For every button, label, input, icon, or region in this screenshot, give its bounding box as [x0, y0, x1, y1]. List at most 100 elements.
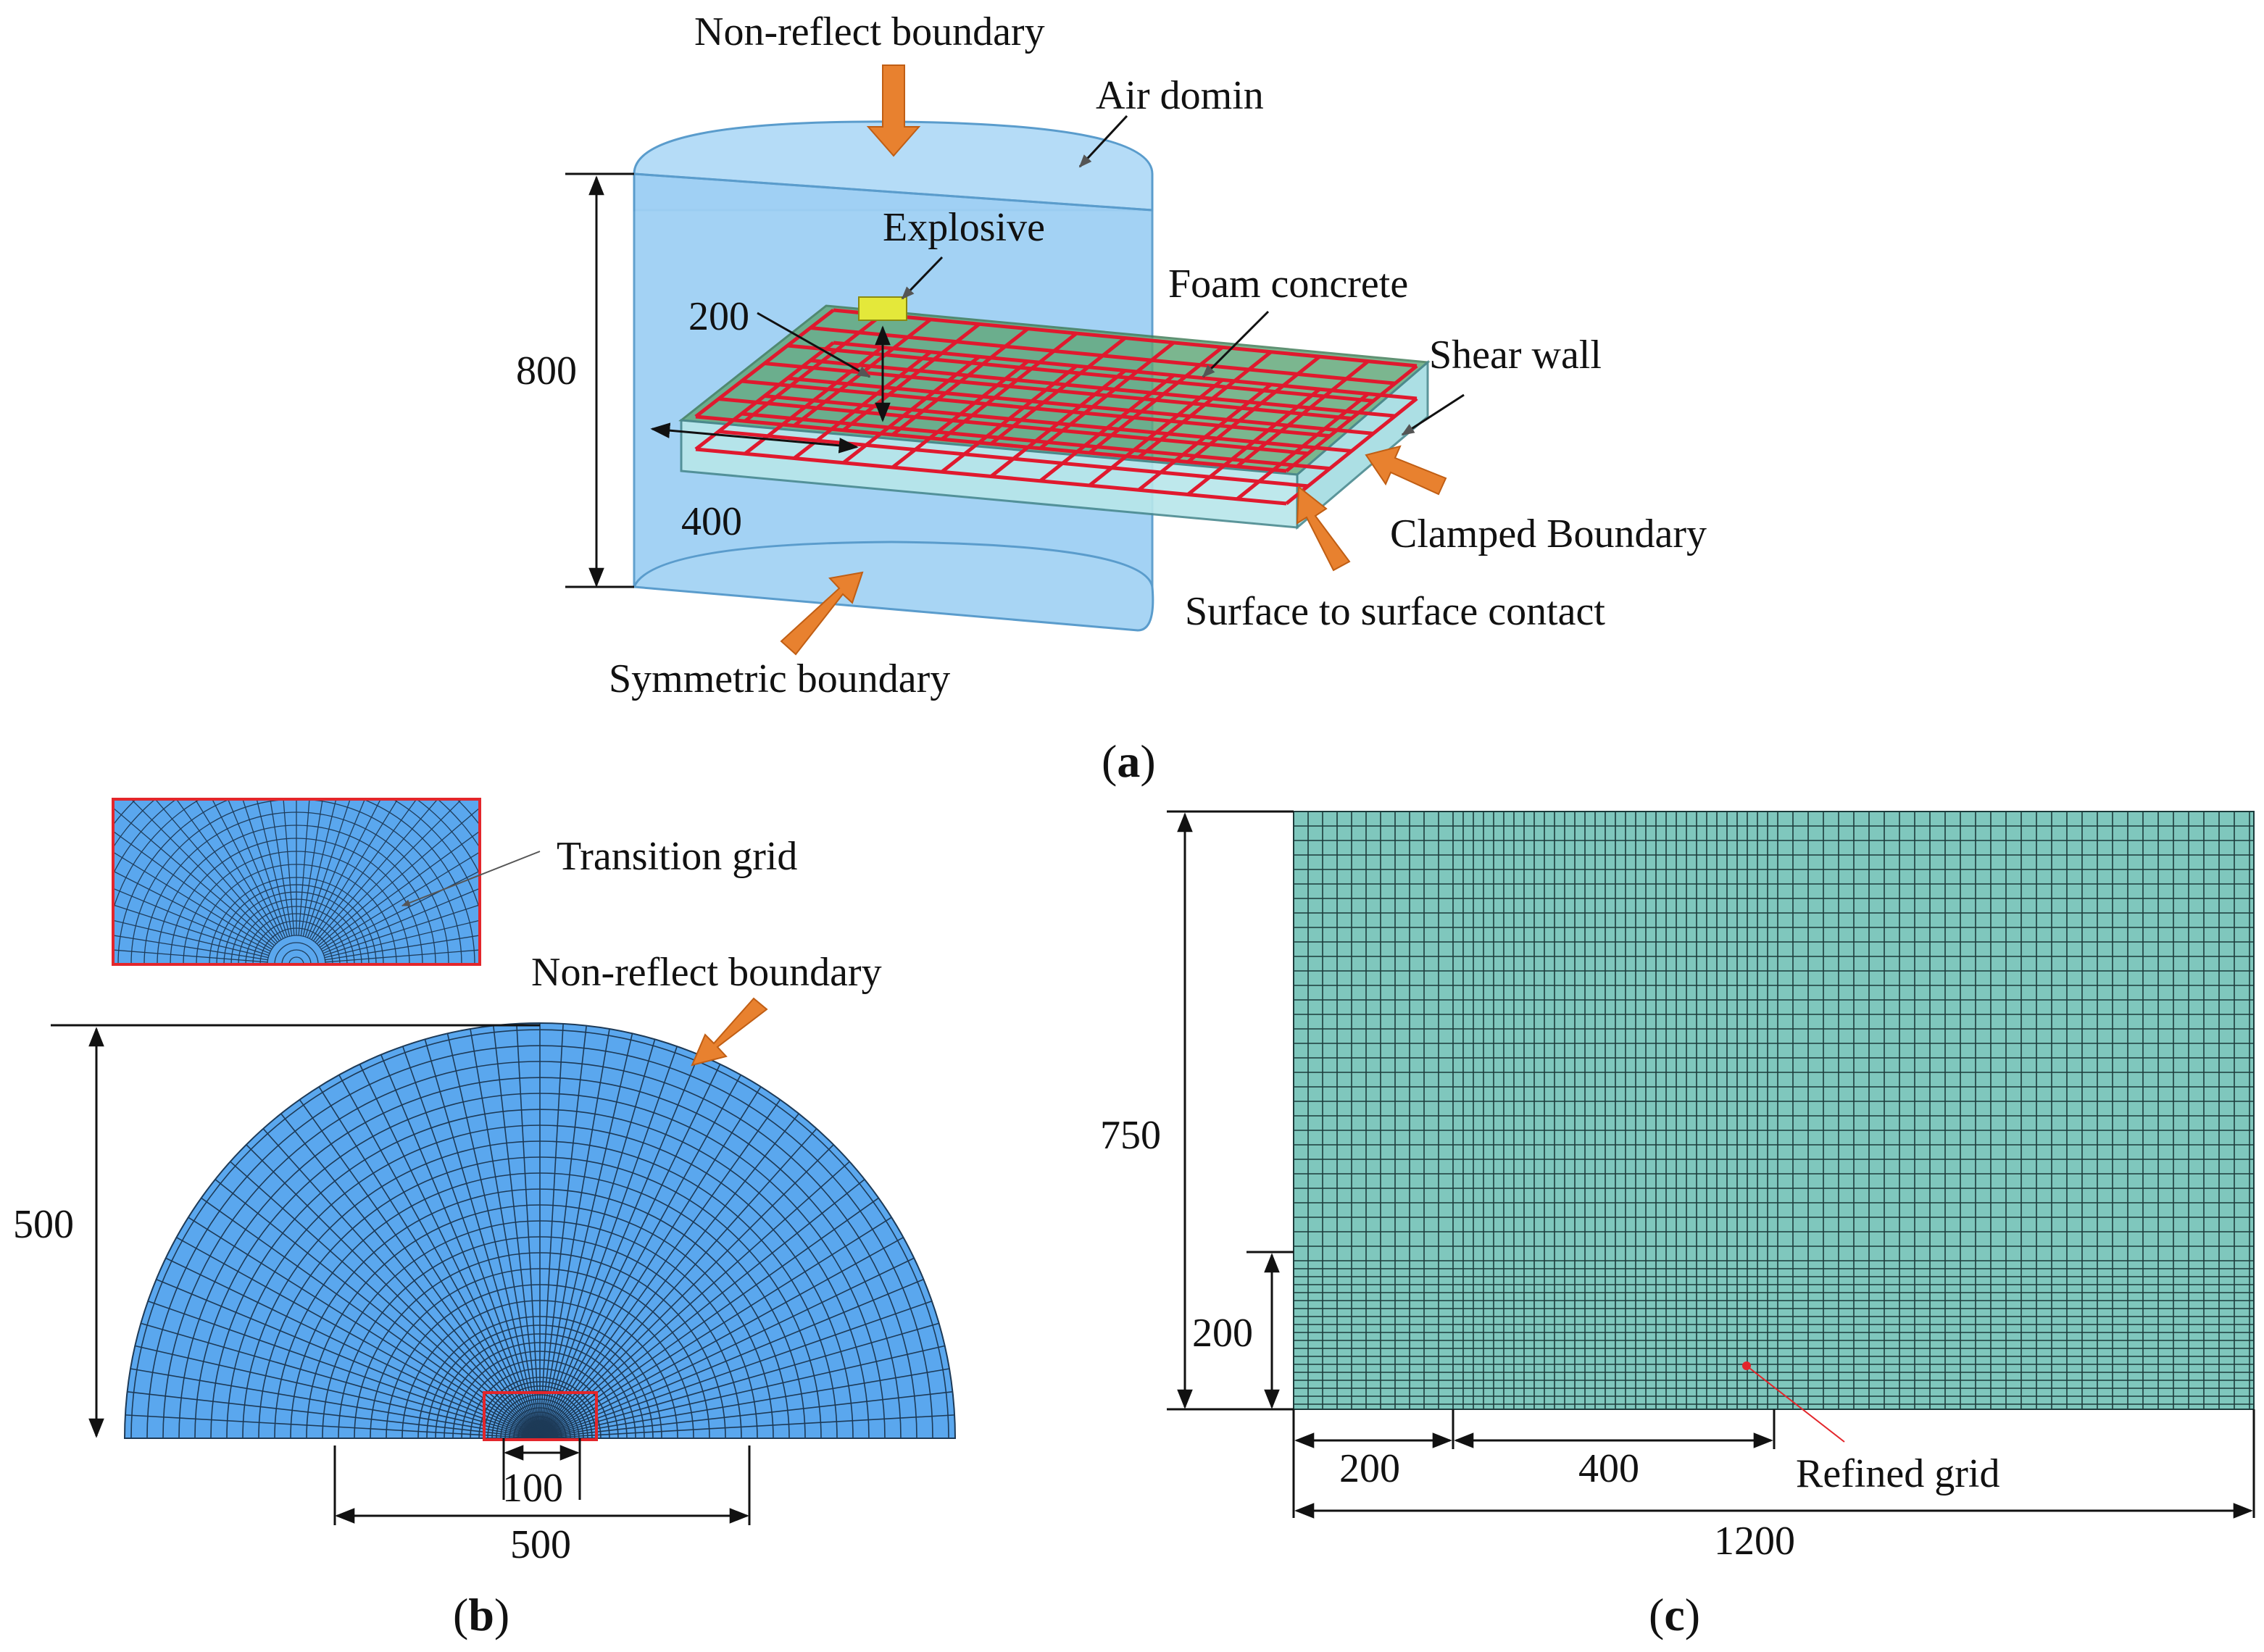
rebar-bar — [833, 341, 1418, 401]
mesh-spoke — [539, 1217, 892, 1438]
mesh-spoke — [262, 1128, 541, 1438]
mesh-spoke — [539, 1099, 781, 1438]
mesh-spoke — [130, 1368, 541, 1438]
explosive-charge — [858, 296, 907, 321]
inset-spoke — [154, 799, 278, 943]
mesh-spoke — [539, 1086, 762, 1438]
mesh-spoke — [246, 1144, 541, 1438]
inset-spoke — [311, 799, 399, 940]
mesh-spoke — [215, 1179, 541, 1438]
mesh-spoke — [539, 1028, 610, 1438]
refined-mesh-domain — [1294, 812, 2254, 1409]
inset-spoke — [212, 799, 284, 939]
mesh-spoke — [125, 1414, 541, 1438]
mesh-spoke — [539, 1179, 865, 1438]
mesh-spoke — [539, 1322, 939, 1438]
inset-spoke — [113, 888, 270, 954]
inset-spoke — [298, 799, 310, 936]
mesh-spoke — [539, 1033, 633, 1438]
mesh-spoke — [539, 1128, 817, 1438]
inset-spoke — [113, 870, 271, 952]
rebar-bar — [810, 326, 1396, 385]
mesh-spoke — [539, 1054, 700, 1438]
mesh-spoke — [299, 1099, 541, 1438]
mesh-spoke — [165, 1257, 541, 1438]
inset-ring — [113, 799, 480, 912]
refined-region-box — [483, 1391, 598, 1441]
inset-spoke — [304, 799, 351, 938]
air-domain-front-edge — [633, 172, 1153, 212]
dim-200-v-label: 200 — [1192, 1311, 1253, 1356]
inset-spoke — [256, 799, 291, 937]
leader-transition — [401, 851, 541, 906]
mesh-spoke — [338, 1075, 541, 1438]
arrow-non-reflect-a — [866, 64, 921, 157]
mesh-spoke — [359, 1064, 541, 1438]
dim-400-label: 400 — [681, 499, 742, 544]
inset-spoke — [227, 799, 286, 938]
inset-spoke — [175, 799, 280, 942]
caption-a-letter: a — [1117, 735, 1140, 787]
dim-100-label: 100 — [502, 1466, 563, 1511]
mesh-spoke — [380, 1054, 541, 1438]
mesh-spoke — [539, 1300, 933, 1438]
inset-spoke — [309, 799, 381, 939]
mesh-spoke — [446, 1033, 541, 1438]
dim-800-label: 800 — [516, 349, 577, 393]
inset-spoke — [130, 799, 277, 945]
mesh-spoke — [539, 1368, 950, 1438]
mesh-spoke — [539, 1414, 955, 1438]
inset-spoke — [324, 919, 480, 959]
label-shear-wall: Shear wall — [1429, 333, 1602, 377]
caption-c-letter: c — [1664, 1589, 1684, 1640]
mesh-spoke — [470, 1028, 541, 1438]
mesh-spoke — [539, 1023, 564, 1438]
mesh-spoke — [318, 1086, 541, 1438]
mesh-spoke — [539, 1064, 721, 1438]
caption-c: (c) — [1649, 1589, 1700, 1640]
mesh-spoke — [127, 1391, 541, 1438]
inset-spoke — [113, 830, 274, 948]
mesh-spoke — [539, 1144, 834, 1438]
label-clamped: Clamped Boundary — [1390, 512, 1707, 556]
dim-c-1200-label: 1200 — [1714, 1519, 1795, 1564]
inset-spoke — [322, 888, 480, 954]
inset-spoke — [113, 919, 269, 959]
leader-200 — [757, 312, 871, 378]
inset-spoke — [312, 799, 417, 942]
inset-spoke — [325, 949, 480, 963]
mesh-spoke — [539, 1075, 741, 1438]
caption-b-letter: b — [468, 1589, 494, 1640]
transition-grid-inset — [112, 798, 481, 966]
mesh-spoke — [280, 1113, 541, 1438]
inset-spoke — [113, 807, 275, 946]
inset-ring — [274, 942, 319, 964]
mesh-spoke — [188, 1217, 541, 1438]
dim-500-v-label: 500 — [13, 1202, 74, 1247]
inset-spoke — [270, 799, 293, 936]
inset-spoke — [325, 935, 480, 961]
label-refined-grid: Refined grid — [1796, 1451, 1999, 1496]
label-air-domain: Air domin — [1096, 73, 1264, 118]
rebar-bar — [764, 394, 1352, 453]
air-domain-bottom-ellipse — [633, 541, 1154, 632]
label-contact: Surface to surface contact — [1185, 589, 1605, 634]
dim-c-200-label: 200 — [1339, 1446, 1400, 1491]
inset-spoke — [283, 799, 295, 936]
inset-spoke — [320, 851, 480, 950]
mesh-spoke — [539, 1391, 953, 1438]
leader-refined — [1746, 1365, 1845, 1443]
dim-500-h-label: 500 — [510, 1522, 571, 1567]
mesh-spoke — [147, 1300, 541, 1438]
panel-c: 750 200 200 400 1200 Refined grid (c) — [1100, 810, 2255, 1640]
inset-ring — [113, 799, 480, 876]
mesh-spoke — [539, 1113, 799, 1438]
dim-750-label: 750 — [1100, 1113, 1161, 1158]
rebar-bar — [810, 359, 1396, 418]
inset-spoke — [316, 799, 462, 945]
inset-spoke — [300, 799, 323, 936]
boundary-arrows — [780, 64, 1447, 656]
dim-200-label: 200 — [688, 294, 749, 339]
inset-spoke — [113, 949, 268, 963]
mesh-spoke — [516, 1023, 541, 1438]
